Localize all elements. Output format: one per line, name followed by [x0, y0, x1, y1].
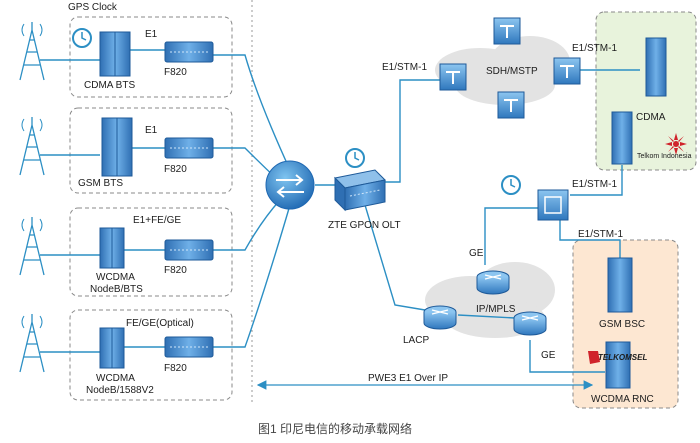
router-icon [476, 270, 510, 295]
site-4-converter-label: F820 [164, 363, 187, 374]
antenna-tower-icon [19, 22, 45, 81]
gsm-zone [572, 239, 679, 409]
cdma-bts-cabinet-icon [99, 31, 131, 77]
sdh-link-left-label: E1/STM-1 [382, 62, 427, 73]
f820-device-icon [164, 336, 214, 358]
olt-label: ZTE GPON OLT [328, 220, 401, 231]
clock-icon [501, 175, 521, 195]
site-3-node-label-2: NodeB/BTS [90, 284, 143, 295]
e1stm1-low-label: E1/STM-1 [578, 229, 623, 240]
site-1-converter-label: F820 [164, 67, 187, 78]
ipmpls-cloud-label: IP/MPLS [476, 304, 516, 315]
e1stm1-mid-label: E1/STM-1 [572, 179, 617, 190]
cdma-cabinet-icon [611, 111, 633, 165]
clock-icon [72, 28, 92, 48]
cdma-label: CDMA [636, 112, 666, 123]
site-4-link-label: FE/GE(Optical) [126, 318, 194, 329]
clock-icon [345, 148, 365, 168]
gsm-bsc-cabinet-icon [607, 257, 633, 313]
f820-device-icon [164, 41, 214, 63]
wcdma-nodeb-cabinet-icon [99, 327, 125, 369]
sdh-node-icon [553, 57, 581, 85]
site-1-node-label: CDMA BTS [84, 80, 135, 91]
wcdma-rnc-label: WCDMA RNC [591, 394, 654, 405]
site-3-link-label: E1+FE/GE [133, 215, 181, 226]
antenna-tower-icon [19, 117, 45, 176]
gsm-bsc-label: GSM BSC [599, 319, 645, 330]
sdh-node-icon [497, 91, 525, 119]
f820-device-icon [164, 239, 214, 261]
site-box-4 [69, 309, 233, 401]
site-3-converter-label: F820 [164, 265, 187, 276]
router-icon [513, 311, 547, 336]
ge-lower-label: GE [541, 350, 556, 361]
ge-upper-label: GE [469, 248, 484, 259]
cdma-cabinet-icon [645, 37, 667, 97]
site-box-1 [69, 16, 233, 98]
antenna-tower-icon [19, 314, 45, 373]
f820-device-icon [164, 137, 214, 159]
antenna-tower-icon [19, 217, 45, 276]
telkomsel-logo-text: TELKOMSEL [598, 353, 647, 362]
site-3-node-label-1: WCDMA [96, 272, 135, 283]
zte-gpon-olt-icon [333, 169, 387, 212]
site-box-3 [69, 207, 233, 297]
site-4-node-label-2: NodeB/1588V2 [86, 385, 154, 396]
site-2-converter-label: F820 [164, 164, 187, 175]
telkomsel-logo [588, 351, 600, 364]
router-icon [423, 305, 457, 330]
figure-caption: 图1 印尼电信的移动承载网络 [258, 421, 412, 436]
wcdma-rnc-cabinet-icon [605, 341, 631, 389]
gsm-bts-cabinet-icon [101, 117, 133, 177]
lacp-label: LACP [403, 335, 429, 346]
sdh-switch-icon [537, 189, 569, 221]
telkom-logo-text: Telkom Indonesia [637, 153, 692, 160]
sdh-node-icon [439, 63, 467, 91]
pwe3-label: PWE3 E1 Over IP [368, 373, 448, 384]
optical-splitter-hub-icon [265, 160, 315, 210]
wcdma-nodeb-cabinet-icon [99, 227, 125, 269]
site-1-link-label: E1 [145, 29, 158, 40]
gps-clock-label: GPS Clock [68, 2, 118, 13]
telkom-logo [665, 133, 687, 155]
sdh-link-right-label: E1/STM-1 [572, 43, 617, 54]
site-box-2 [69, 107, 233, 194]
sdh-node-icon [493, 17, 521, 45]
site-2-node-label: GSM BTS [78, 178, 123, 189]
sdh-cloud-label: SDH/MSTP [486, 66, 538, 77]
site-4-node-label-1: WCDMA [96, 373, 135, 384]
site-2-link-label: E1 [145, 125, 158, 136]
